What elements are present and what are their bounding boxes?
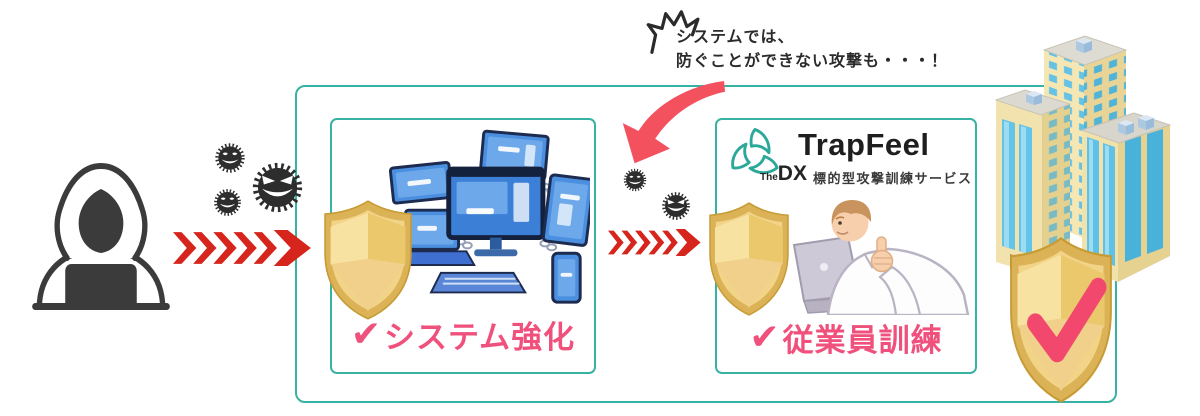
trapfeel-brand: TrapFeel: [798, 127, 930, 162]
attack-chevrons-icon: [608, 229, 702, 256]
burst-icon: [646, 10, 702, 56]
virus-icon: [213, 141, 247, 175]
hacker-icon: [25, 160, 177, 310]
training-label-text: 従業員訓練: [782, 323, 943, 358]
trapfeel-subtitle: 標的型攻撃訓練サービス: [813, 171, 973, 186]
virus-icon: [622, 167, 648, 193]
shield-icon: [699, 200, 799, 318]
protected-shield-check-icon: [997, 234, 1125, 406]
trapfeel-pinwheel-logo-icon: [726, 126, 784, 184]
check-icon: ✔: [749, 315, 781, 357]
system-label-text: システム強化: [384, 320, 576, 355]
speech-line1: システムでは、: [676, 29, 795, 46]
speech-line2: 防ぐことができない攻撃も・・・！: [676, 53, 949, 70]
employee-illustration: [792, 197, 974, 315]
virus-evil-icon: [660, 190, 692, 222]
network-devices-illustration: [382, 126, 590, 312]
company-buildings-illustration: [986, 24, 1184, 286]
thedx-the: The: [760, 172, 778, 183]
virus-icon: [212, 187, 243, 218]
thedx-dx: DX: [777, 162, 807, 185]
shield-icon: [313, 198, 423, 322]
curved-arrow-icon: [610, 79, 728, 177]
speech-bubble-text: システムでは、 防ぐことができない攻撃も・・・！: [676, 26, 948, 74]
check-icon: ✔: [350, 312, 383, 354]
virus-evil-icon: [249, 159, 306, 216]
system-box-label: ✔ システム強化: [332, 312, 594, 357]
training-box-label: ✔ 従業員訓練: [717, 315, 975, 360]
attack-chevrons-icon: [173, 230, 313, 266]
